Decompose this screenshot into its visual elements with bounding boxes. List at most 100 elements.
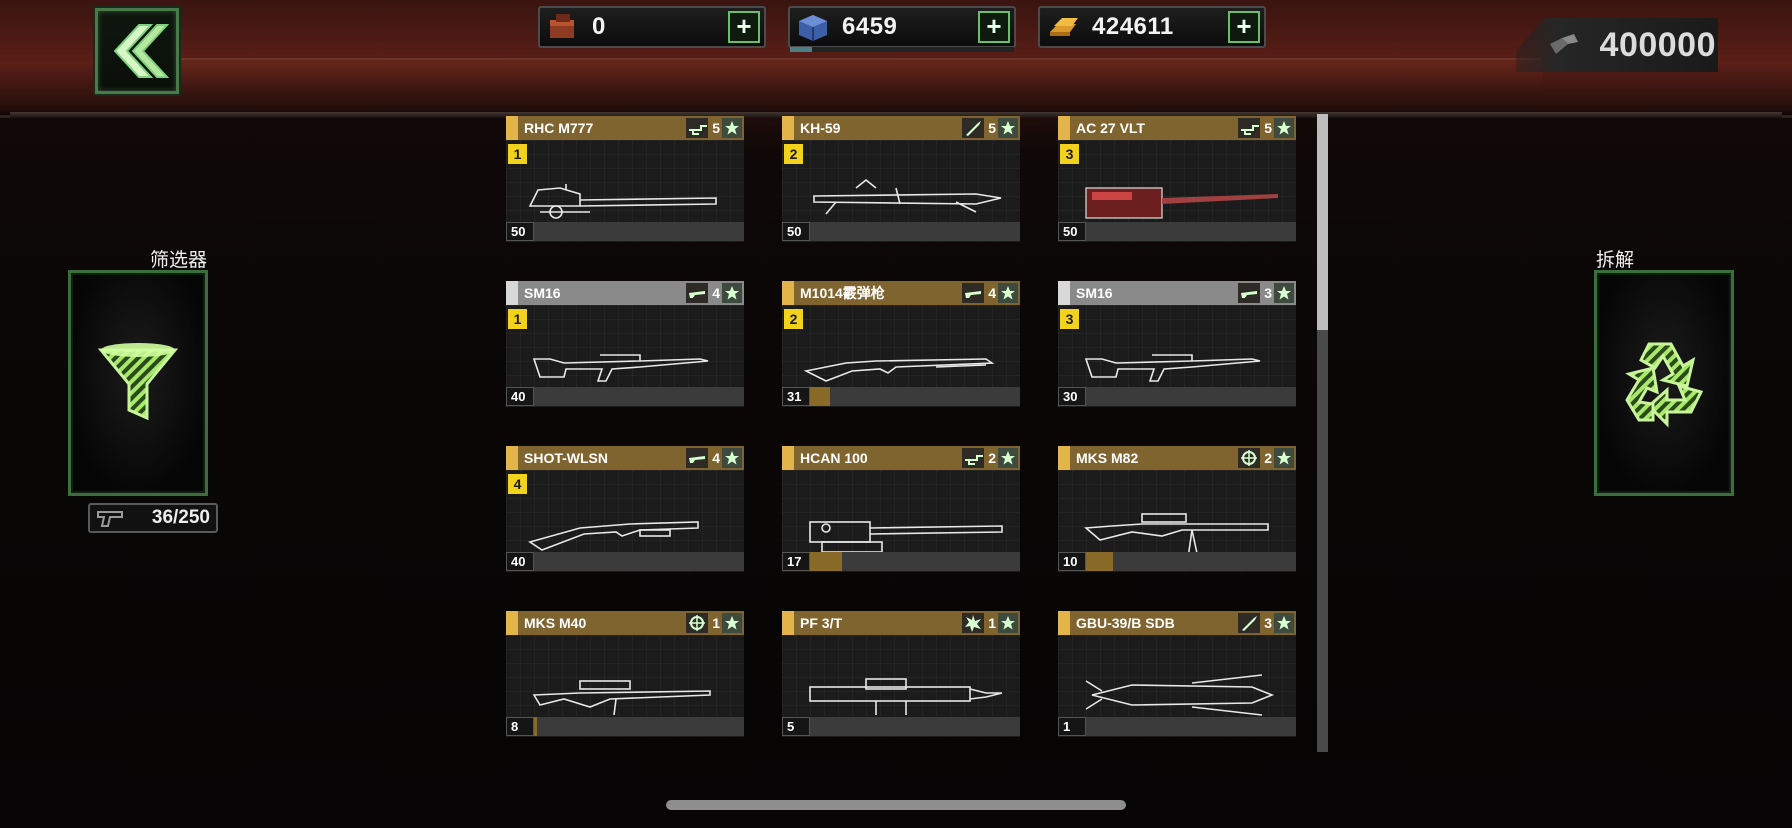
star-icon [1274,283,1294,303]
weapon-level: 5 [1264,120,1272,136]
rifle-icon [686,283,709,303]
quantity-bar: 50 [506,222,744,241]
quantity-bar: 5 [782,717,1020,736]
weapon-image [803,358,995,382]
double-chevron-left-icon [113,24,169,78]
scrollbar-thumb[interactable] [1317,114,1328,330]
currency-gold: 424611 + [1038,6,1266,48]
currency-parts-value: 6459 [842,13,898,40]
slot-number-badge: 1 [508,144,527,164]
weapon-name: RHC M777 [524,120,594,136]
weapon-name: PF 3/T [800,615,843,631]
dismantle-button[interactable] [1594,270,1734,496]
recycle-icon [1625,342,1704,428]
weapon-image [528,521,699,551]
dismantle-label: 拆解 [1596,250,1635,271]
currency-crate-value: 0 [592,13,606,40]
cube-icon [790,9,836,45]
scrollbar[interactable] [1317,114,1328,752]
quantity-bar: 31 [782,387,1020,406]
quantity-bar: 40 [506,552,744,571]
quantity-bar: 50 [782,222,1020,241]
weapon-image [813,178,1002,215]
currency-gold-value: 424611 [1092,13,1174,40]
inventory-count-value: 36/250 [151,507,210,528]
weapon-card[interactable]: SM16 3 3 30 [1058,281,1296,407]
artillery-icon [686,118,709,138]
explosion-icon [962,613,985,633]
add-crate-button[interactable]: + [728,11,760,43]
gold-bar-icon [1040,9,1086,45]
parts-progress-fill [790,47,813,52]
weapon-name: GBU-39/B SDB [1076,615,1175,631]
weapon-image [809,678,1003,715]
filter-button[interactable] [68,270,208,496]
slot-number-badge: 4 [508,474,527,494]
weapon-image [1085,187,1278,219]
weapon-level: 4 [712,450,720,466]
weapon-level: 4 [988,285,996,301]
rifle-icon [962,283,985,303]
weapon-name: KH-59 [800,120,841,136]
weapon-level: 2 [988,450,996,466]
quantity-value: 40 [506,387,534,406]
add-gold-button[interactable]: + [1228,11,1260,43]
slot-number-badge: 2 [784,144,803,164]
pistol-icon [97,511,123,527]
weapon-name: HCAN 100 [800,450,868,466]
weapon-title-bar: RHC M777 5 [506,116,744,140]
weapon-card[interactable]: HCAN 100 2 17 [782,446,1020,572]
star-icon [998,283,1018,303]
back-button[interactable] [93,6,181,96]
quantity-bar: 30 [1058,387,1296,406]
quantity-value: 50 [1058,222,1086,241]
slot-number-badge: 3 [1060,309,1079,329]
quantity-bar: 17 [782,552,1020,571]
add-parts-button[interactable]: + [978,11,1010,43]
rifle-icon [686,448,709,468]
weapon-card[interactable]: AC 27 VLT 5 3 50 [1058,116,1296,242]
quantity-value: 31 [782,387,810,406]
star-icon [722,448,742,468]
weapon-level: 5 [712,120,720,136]
star-icon [722,118,742,138]
slot-number-badge: 3 [1060,144,1079,164]
weapon-name: MKS M82 [1076,450,1139,466]
metal-icon [1550,34,1578,54]
currency-parts: 6459 + [788,6,1016,52]
missile-icon [1238,613,1261,633]
quantity-bar: 10 [1058,552,1296,571]
slot-number-badge: 2 [784,309,803,329]
weapon-title-bar: SM16 3 [1058,281,1296,305]
weapon-image [532,680,711,716]
quantity-bar: 50 [1058,222,1296,241]
weapon-name: SM16 [1076,285,1113,301]
weapon-image [1084,354,1261,382]
weapon-name: AC 27 VLT [1076,120,1145,136]
quantity-value: 8 [506,717,534,736]
scope-icon [686,613,709,633]
weapon-card[interactable]: RHC M777 5 1 50 [506,116,744,242]
slot-number-badge: 1 [508,309,527,329]
filter-label: 筛选器 [150,250,208,271]
weapon-level: 3 [1264,285,1272,301]
header-plate [180,58,1542,92]
weapon-title-bar: HCAN 100 2 [782,446,1020,470]
star-icon [1274,613,1294,633]
weapon-name: SM16 [524,285,561,301]
weapon-title-bar: AC 27 VLT 5 [1058,116,1296,140]
